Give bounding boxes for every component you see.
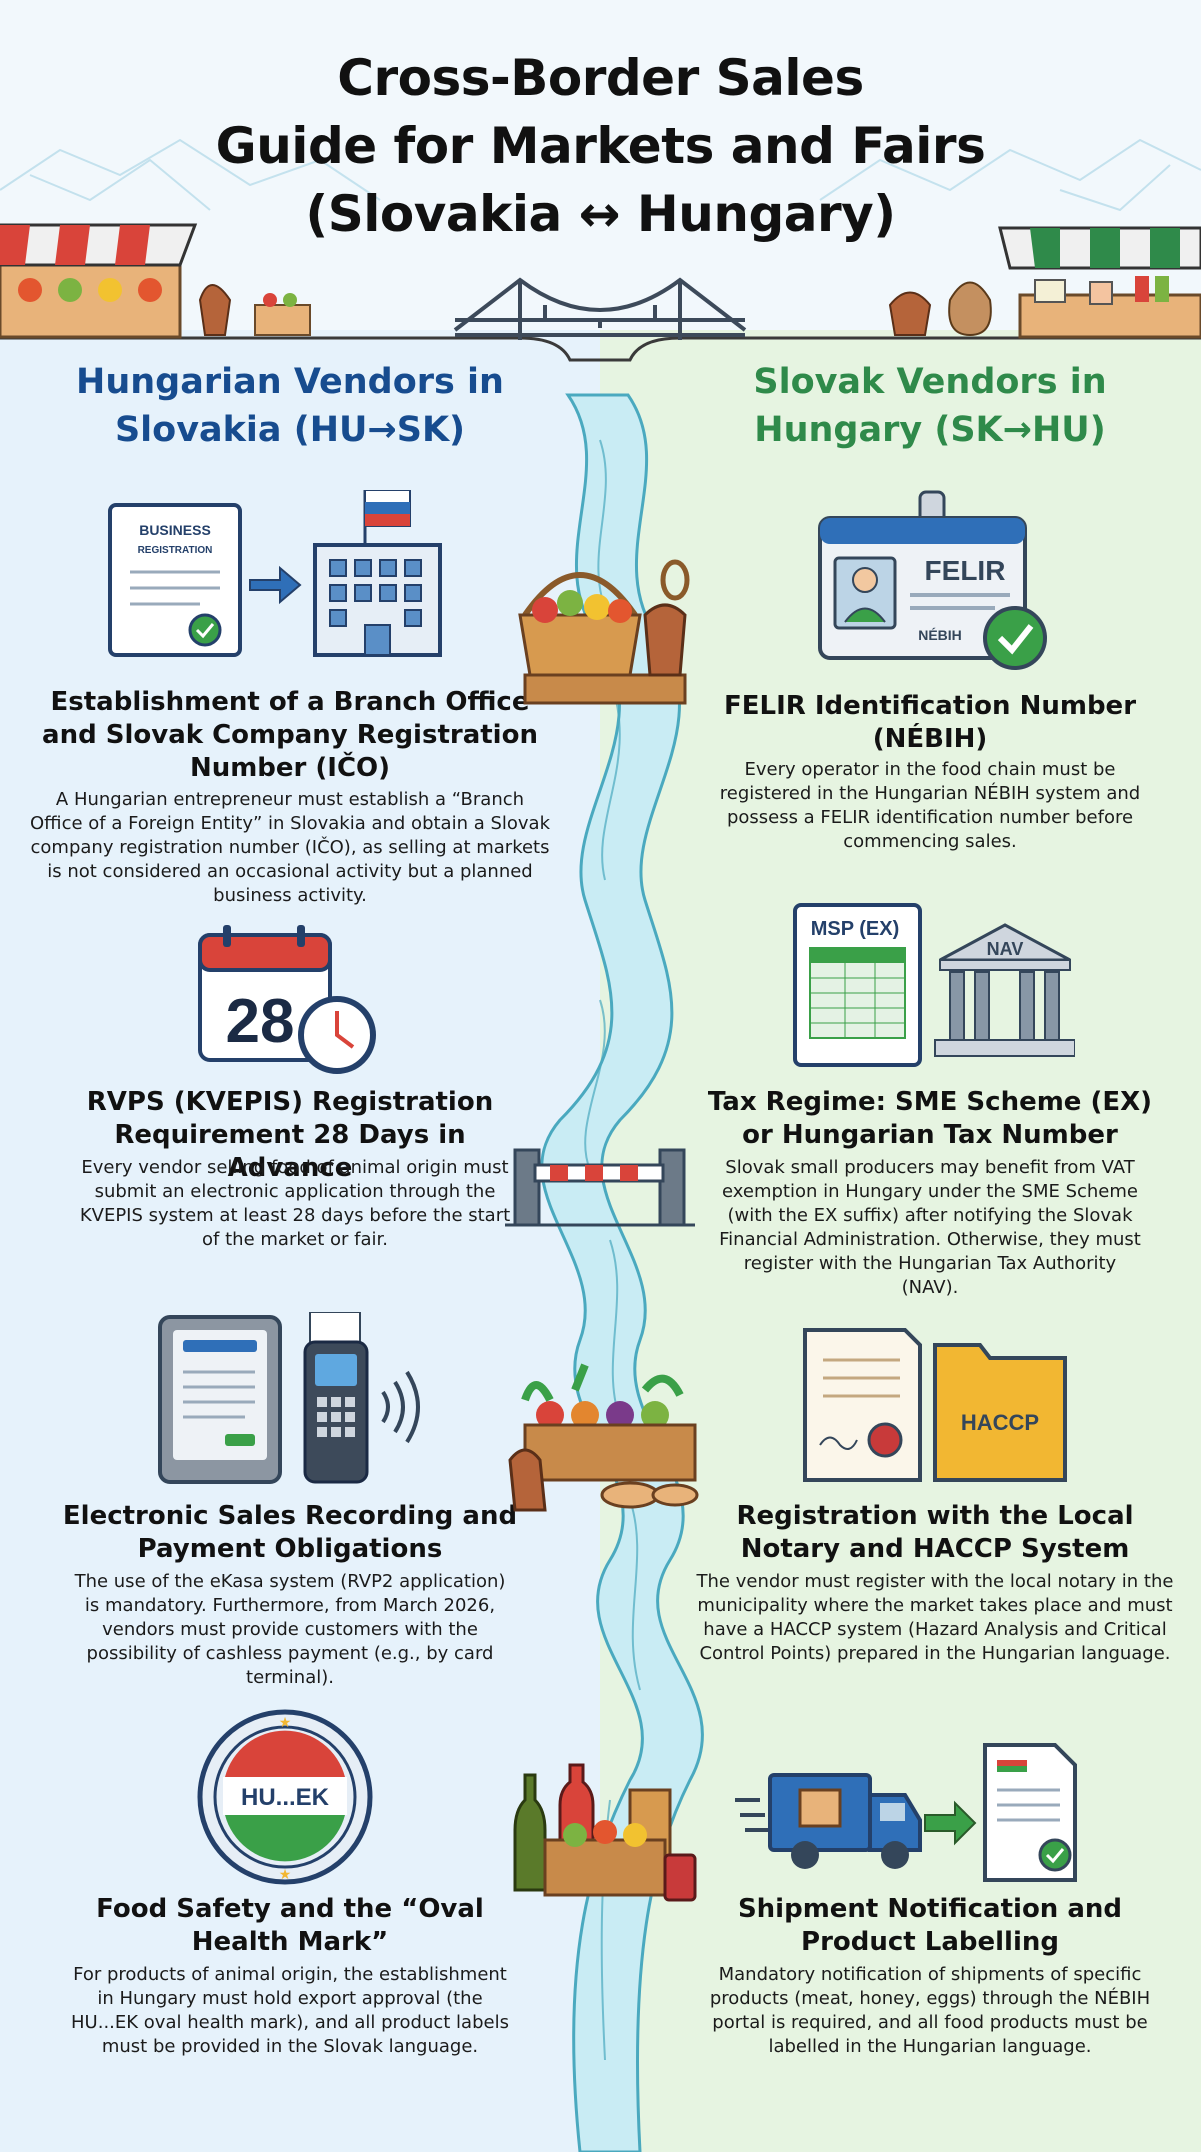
right-heading-line-2: Hungary (SK→HU) xyxy=(754,410,1106,450)
title-line-1: Cross-Border Sales xyxy=(337,49,864,107)
left-card-1-text: A Hungarian entrepreneur must establish … xyxy=(30,789,551,906)
business-text: BUSINESS xyxy=(139,522,211,538)
right-card-1-title: FELIR Identification Number (NÉBIH) xyxy=(723,691,1137,754)
right-card-2-text: Slovak small producers may benefit from … xyxy=(719,1157,1141,1298)
left-heading-line-1: Hungarian Vendors in xyxy=(76,362,504,402)
right-card-3-text: The vendor must register with the local … xyxy=(696,1571,1174,1664)
left-column-heading: Hungarian Vendors in Slovakia (HU→SK) xyxy=(30,358,550,454)
border-barrier-icon xyxy=(505,1148,695,1227)
ekasa-terminal-icon xyxy=(158,1312,420,1484)
svg-text:★: ★ xyxy=(279,1867,292,1883)
hu-ek-text: HU...EK xyxy=(241,1784,330,1811)
msp-ex-text: MSP (EX) xyxy=(811,918,900,940)
right-card-2-title: Tax Regime: SME Scheme (EX) or Hungarian… xyxy=(707,1087,1153,1150)
left-heading-line-2: Slovakia (HU→SK) xyxy=(114,410,466,450)
calendar-clock-icon: 28 xyxy=(198,925,376,1074)
right-heading-line-1: Slovak Vendors in xyxy=(753,362,1107,402)
notary-haccp-icon: HACCP xyxy=(803,1328,1067,1482)
left-card-2-title: RVPS (KVEPIS) Registration Requirement 2… xyxy=(86,1087,494,1183)
registration-text: REGISTRATION xyxy=(138,545,213,556)
page-title: Cross-Border Sales Guide for Markets and… xyxy=(0,44,1201,248)
left-card-3-title: Electronic Sales Recording and Payment O… xyxy=(62,1501,518,1564)
left-card-2-text: Every vendor selling food of animal orig… xyxy=(79,1157,511,1250)
calendar-day-text: 28 xyxy=(226,987,295,1056)
msp-nav-icon: MSP (EX) NAV xyxy=(793,903,1075,1067)
bottles-crate-icon xyxy=(513,1763,697,1902)
left-card-4-text: For products of animal origin, the estab… xyxy=(71,1964,509,2057)
right-card-1-text: Every operator in the food chain must be… xyxy=(719,759,1141,852)
business-registration-icon: BUSINESS REGISTRATION xyxy=(108,490,442,657)
title-line-2: Guide for Markets and Fairs xyxy=(215,117,986,175)
left-card-1-title: Establishment of a Branch Office and Slo… xyxy=(42,687,538,783)
right-card-3-title: Registration with the Local Notary and H… xyxy=(736,1501,1134,1564)
nebih-text: NÉBIH xyxy=(918,627,962,643)
felir-text: FELIR xyxy=(925,555,1006,586)
haccp-text: HACCP xyxy=(961,1410,1039,1435)
svg-text:★: ★ xyxy=(279,1715,292,1731)
nav-text: NAV xyxy=(987,939,1024,959)
right-card-4-title: Shipment Notification and Product Labell… xyxy=(737,1894,1123,1957)
left-card-4-title: Food Safety and the “Oval Health Mark” xyxy=(96,1894,484,1957)
right-card-4-text: Mandatory notification of shipments of s… xyxy=(709,1964,1151,2057)
vegetable-crate-icon xyxy=(508,1363,699,1512)
felir-id-card-icon: FELIR NÉBIH xyxy=(818,490,1047,670)
right-column-heading: Slovak Vendors in Hungary (SK→HU) xyxy=(660,358,1200,454)
oval-health-mark-icon: HU...EK ★ ★ xyxy=(197,1709,373,1885)
title-line-3: (Slovakia ↔ Hungary) xyxy=(305,185,896,243)
produce-basket-icon xyxy=(518,559,690,705)
left-card-3-text: The use of the eKasa system (RVP2 applic… xyxy=(74,1571,506,1688)
shipment-truck-icon xyxy=(735,1743,1077,1882)
